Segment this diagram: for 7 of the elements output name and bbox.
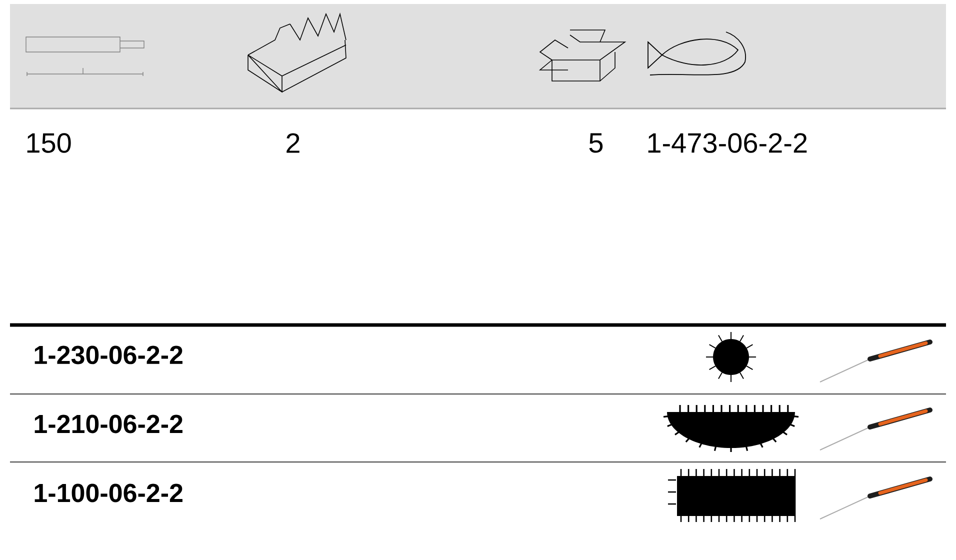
article-number: 1-100-06-2-2 [34, 484, 182, 502]
article-number: 1-210-06-2-2 [34, 414, 182, 434]
article-number: 1-230-06-2-2 [34, 346, 182, 364]
cut-value: 2 [286, 133, 300, 153]
article-number: 1-473-06-2-2 [648, 133, 807, 153]
pack-quantity: 5 [589, 133, 603, 153]
length-value: 150 [27, 133, 71, 153]
